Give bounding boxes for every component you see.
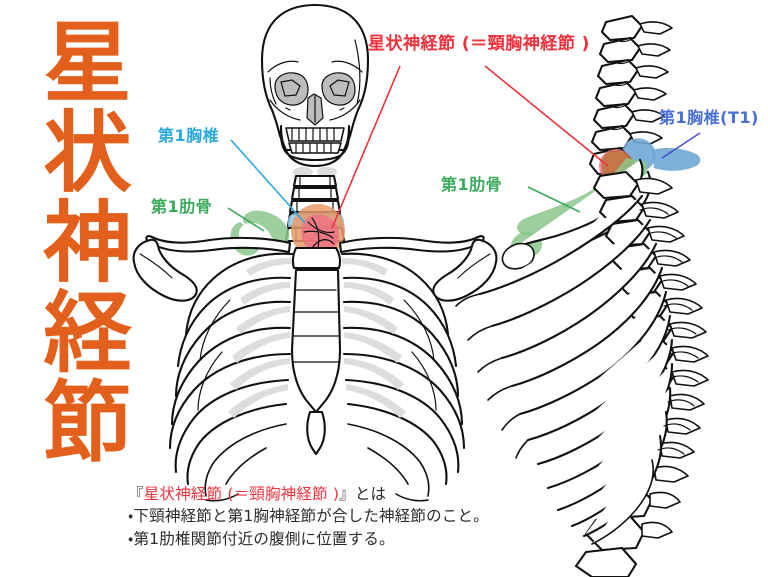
caption-bullet-2: ・第1肋椎関節付近の腹側に位置する。 (128, 529, 395, 548)
caption-heading: 『星状神経節 (＝頸胸神経節 )』とは (128, 483, 489, 505)
page-title-vertical: 星状神経節 (29, 16, 132, 466)
sternum-anterior (290, 246, 342, 456)
leader-ganglion-anterior (331, 65, 401, 229)
caption-bullet-1: ・下頸神経節と第1胸神経節が合した神経節のこと。 (128, 507, 489, 526)
shoulder-girdle-anterior (132, 235, 498, 302)
ribcage-anterior (168, 252, 466, 502)
leader-t1-lateral (661, 132, 701, 159)
caption-block: 『星状神経節 (＝頸胸神経節 )』とは ・下頸神経節と第1胸神経節が合した神経節… (128, 483, 489, 550)
leader-rib-lateral (527, 186, 581, 213)
leader-rib-anterior (227, 207, 265, 232)
label-t1-vertebra-anterior: 第1胸椎 (158, 126, 220, 145)
stellate-ganglion-anterior (291, 204, 345, 258)
label-t1-vertebra-lateral: 第1胸椎(T1) (659, 108, 759, 127)
label-first-rib-anterior: 第1肋骨 (151, 197, 213, 216)
leader-t1-anterior (230, 139, 306, 224)
ribs-lateral (455, 194, 699, 545)
cervical-vertebrae-lateral (590, 14, 673, 152)
label-first-rib-lateral: 第1肋骨 (441, 175, 503, 194)
caption-bracket-open: 『 (128, 485, 144, 503)
caption-bracket-close: 』とは (339, 485, 387, 503)
caption-term: 星状神経節 (＝頸胸神経節 ) (143, 485, 340, 503)
lateral-thoracic-figure (455, 14, 709, 577)
label-stellate-ganglion: 星状神経節 (＝頸胸神経節 ) (368, 34, 590, 54)
skull-anterior (260, 3, 370, 177)
leader-ganglion-lateral (484, 65, 609, 167)
